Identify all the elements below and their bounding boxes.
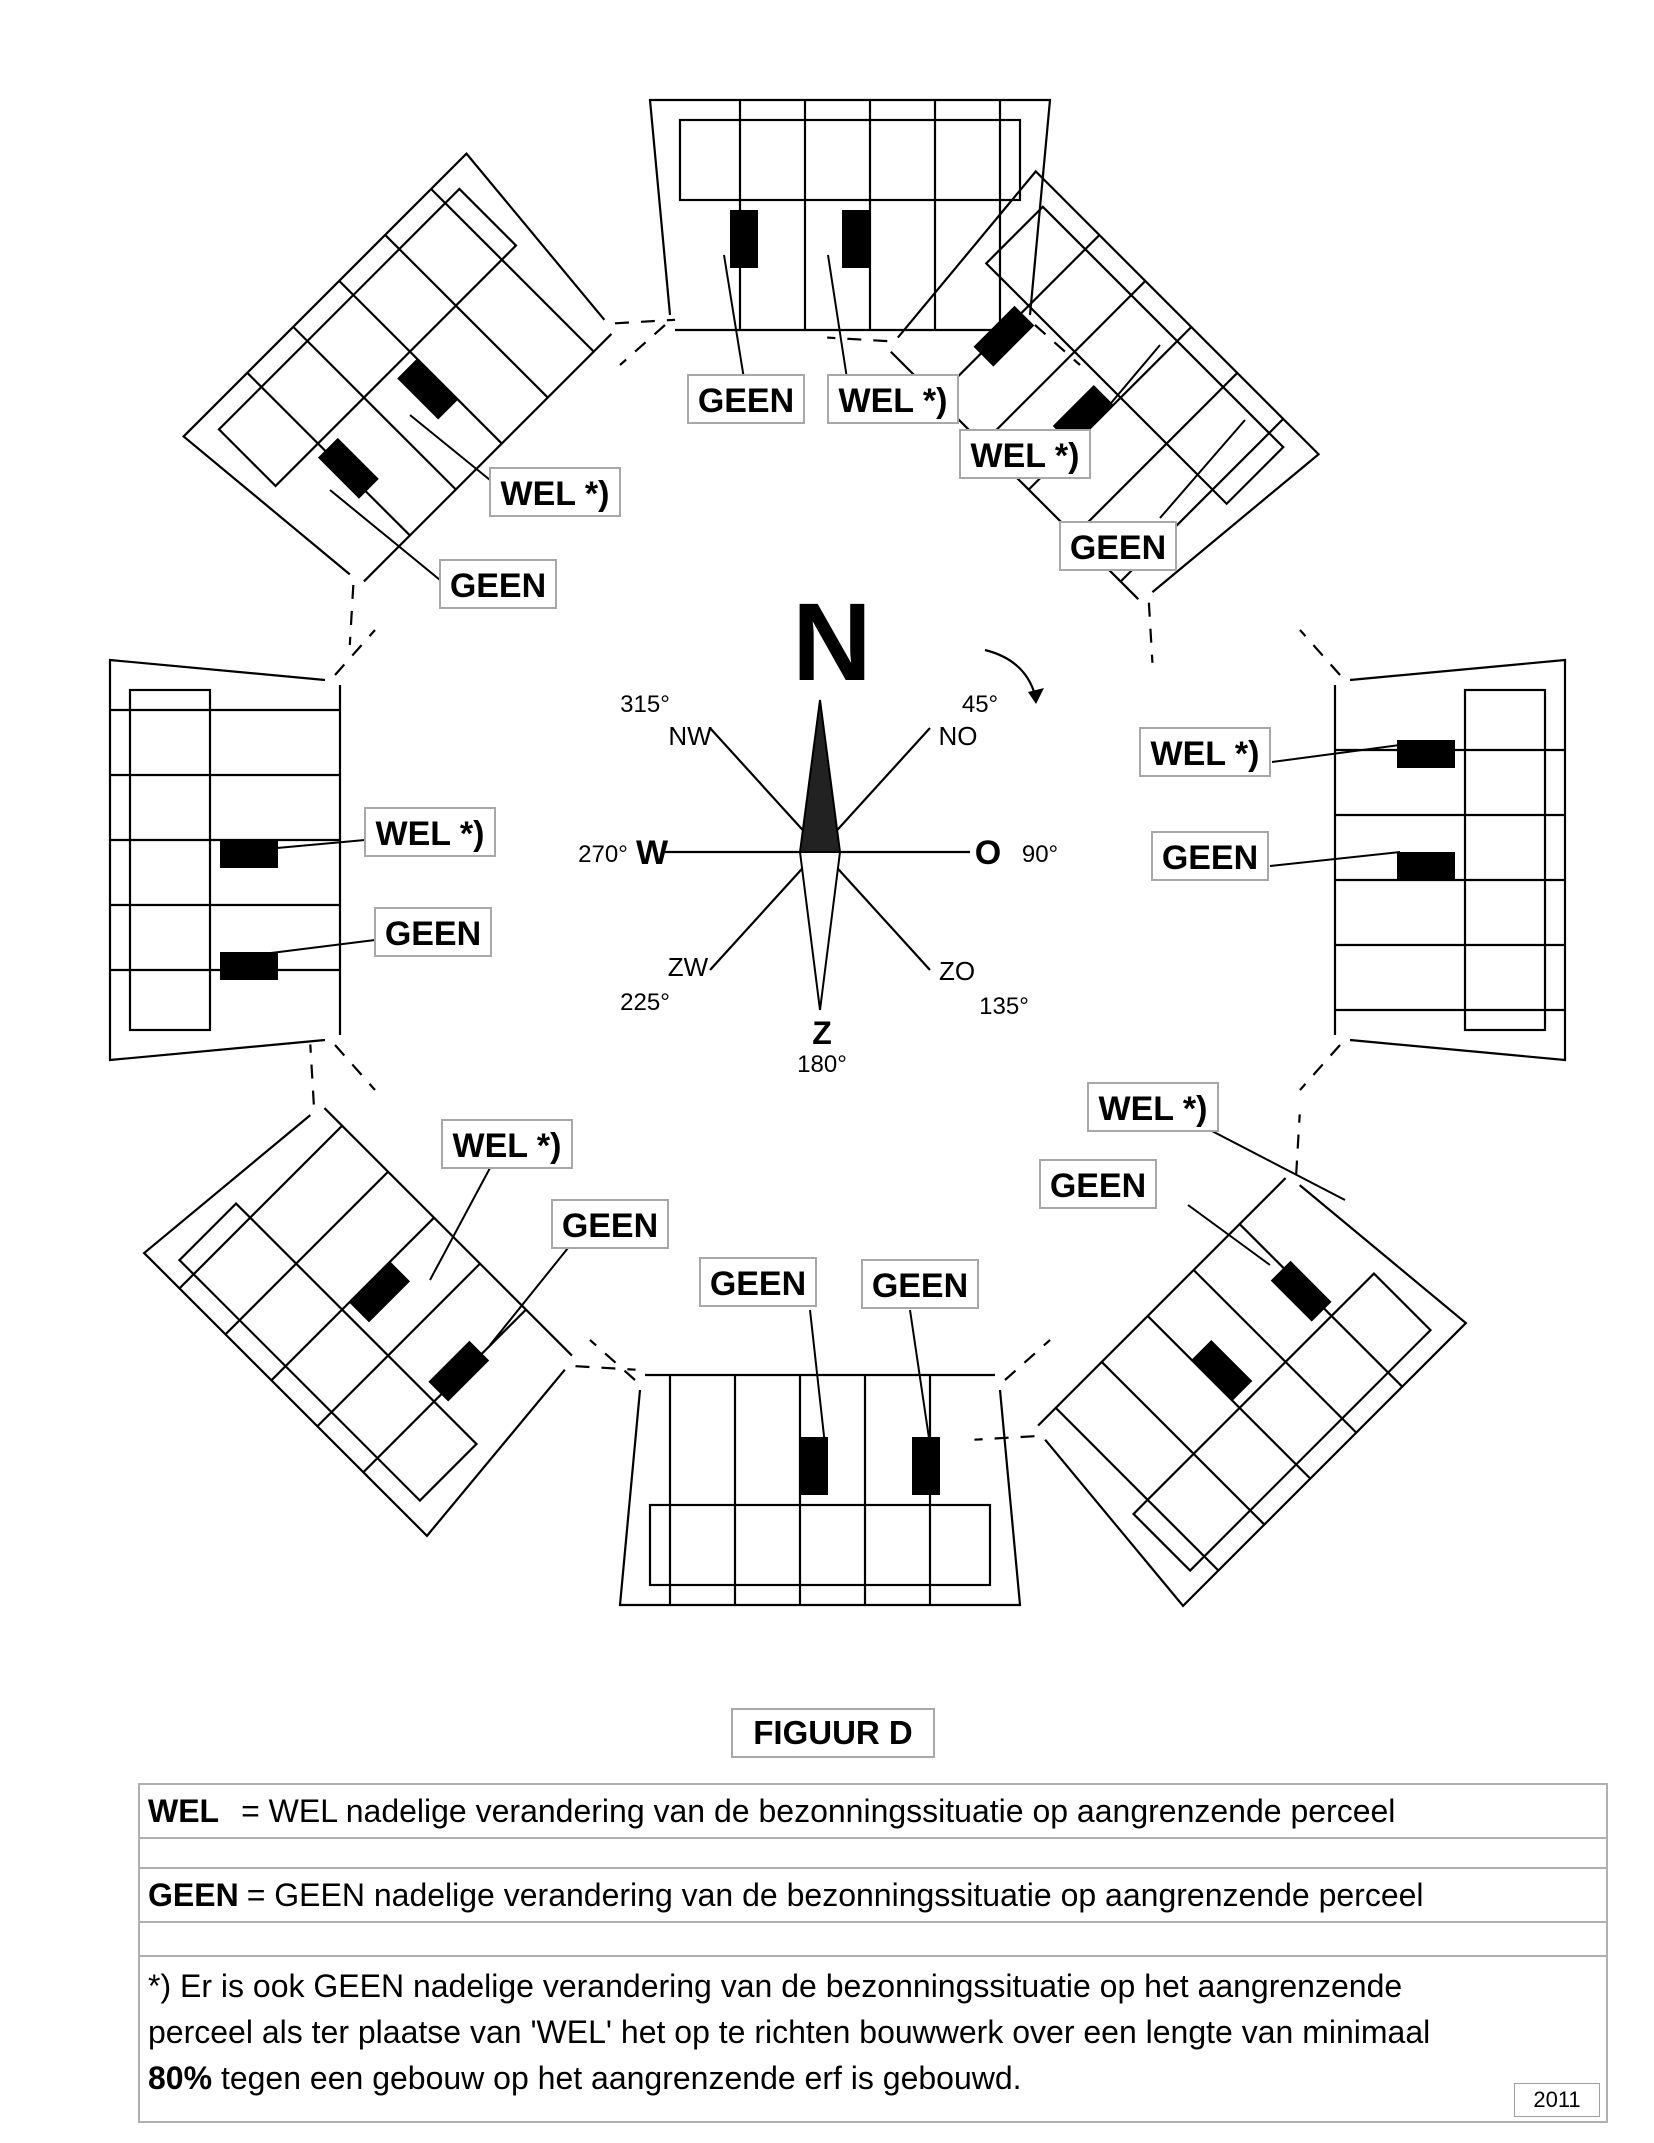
compass-o-label: O: [975, 834, 1001, 872]
label-ne-bottom-text: GEEN: [1070, 529, 1166, 567]
label-n-right: WEL *): [827, 374, 959, 424]
compass-no-label: NO: [939, 721, 978, 751]
compass-no-degree: 45°: [962, 691, 998, 718]
label-e-top-text: WEL *): [1151, 735, 1260, 773]
label-e-bottom: GEEN: [1151, 831, 1269, 881]
compass-zo-degree: 135°: [979, 993, 1029, 1020]
legend-note-line-1: *) Er is ook GEEN nadelige verandering v…: [148, 1968, 1403, 2004]
label-e-top: WEL *): [1139, 727, 1271, 777]
legend-geen-definition: = GEEN nadelige verandering van de bezon…: [246, 1876, 1424, 1913]
legend-table: WEL = WEL nadelige verandering van de be…: [138, 1783, 1608, 2123]
year-stamp: 2011: [1514, 2083, 1600, 2117]
label-se-top-text: WEL *): [1099, 1090, 1208, 1128]
legend-row-spacer-1: [140, 1839, 1606, 1869]
label-nw-top-text: WEL *): [501, 475, 610, 513]
label-s-right-text: GEEN: [872, 1267, 968, 1305]
label-n-left: GEEN: [687, 374, 805, 424]
compass-north-big: N: [792, 581, 871, 704]
label-e-bottom-text: GEEN: [1162, 839, 1258, 877]
label-sw-bottom-text: GEEN: [562, 1207, 658, 1245]
legend-wel-term: WEL: [148, 1792, 220, 1829]
compass-rose: [665, 648, 1044, 1011]
compass-o-degree: 90°: [1022, 841, 1058, 868]
label-se-top: WEL *): [1087, 1082, 1219, 1132]
block-west: [108, 628, 377, 1092]
label-s-left-text: GEEN: [710, 1265, 806, 1303]
block-south: [588, 1338, 1052, 1607]
north-needle: [798, 699, 842, 853]
block-east: [1298, 628, 1567, 1092]
label-ne-bottom: GEEN: [1059, 521, 1177, 571]
legend-note-line-3: 80% tegen een gebouw op het aangrenzende…: [148, 2055, 1606, 2101]
figure-title: FIGUUR D: [731, 1708, 935, 1758]
label-ne-top-text: WEL *): [971, 437, 1080, 475]
compass-w-degree: 270°: [578, 841, 628, 868]
legend-geen-term: GEEN: [148, 1876, 239, 1913]
compass-zw-degree: 225°: [620, 989, 670, 1016]
legend-note-percent: 80%: [148, 2060, 213, 2096]
legend-note-line-3-rest: tegen een gebouw op het aangrenzende erf…: [212, 2060, 1022, 2096]
label-w-bottom-text: GEEN: [385, 915, 481, 953]
legend-row-spacer-2: [140, 1923, 1606, 1957]
label-w-top-text: WEL *): [376, 815, 485, 853]
label-nw-bottom: GEEN: [439, 559, 557, 609]
compass-z-degree: 180°: [797, 1051, 847, 1078]
label-w-bottom: GEEN: [374, 907, 492, 957]
label-sw-top-text: WEL *): [453, 1127, 562, 1165]
label-ne-top: WEL *): [959, 429, 1091, 479]
south-needle: [798, 851, 842, 1011]
legend-row-geen: GEEN = GEEN nadelige verandering van de …: [140, 1869, 1606, 1923]
label-n-right-text: WEL *): [839, 382, 948, 420]
legend-row-wel: WEL = WEL nadelige verandering van de be…: [140, 1785, 1606, 1839]
orientation-diagram: N NW 315° NO 45° W 270° O 90° ZW 225° ZO…: [108, 98, 1567, 1629]
label-se-bottom-text: GEEN: [1050, 1167, 1146, 1205]
compass-w-label: W: [636, 834, 669, 872]
legend-wel-definition: = WEL nadelige verandering van de bezonn…: [241, 1792, 1396, 1829]
compass-nw-label: NW: [668, 721, 712, 751]
rotation-arrow-icon: [1028, 688, 1044, 704]
label-s-right: GEEN: [861, 1259, 979, 1309]
compass-zw-label: ZW: [668, 952, 709, 982]
compass-nw-degree: 315°: [620, 691, 670, 718]
label-n-left-text: GEEN: [698, 382, 794, 420]
label-sw-top: WEL *): [441, 1119, 573, 1169]
label-w-top: WEL *): [364, 807, 496, 857]
legend-row-note: *) Er is ook GEEN nadelige verandering v…: [140, 1957, 1606, 2121]
label-nw-top: WEL *): [489, 467, 621, 517]
leader-lines: [254, 254, 1401, 1446]
label-sw-bottom: GEEN: [551, 1199, 669, 1249]
block-northwest: [161, 131, 677, 647]
compass-z-label: Z: [812, 1015, 832, 1051]
legend-note-line-2: perceel als ter plaatse van 'WEL' het op…: [148, 2014, 1431, 2050]
label-nw-bottom-text: GEEN: [450, 567, 546, 605]
label-s-left: GEEN: [699, 1257, 817, 1307]
label-se-bottom: GEEN: [1039, 1159, 1157, 1209]
compass-zo-label: ZO: [939, 956, 975, 986]
